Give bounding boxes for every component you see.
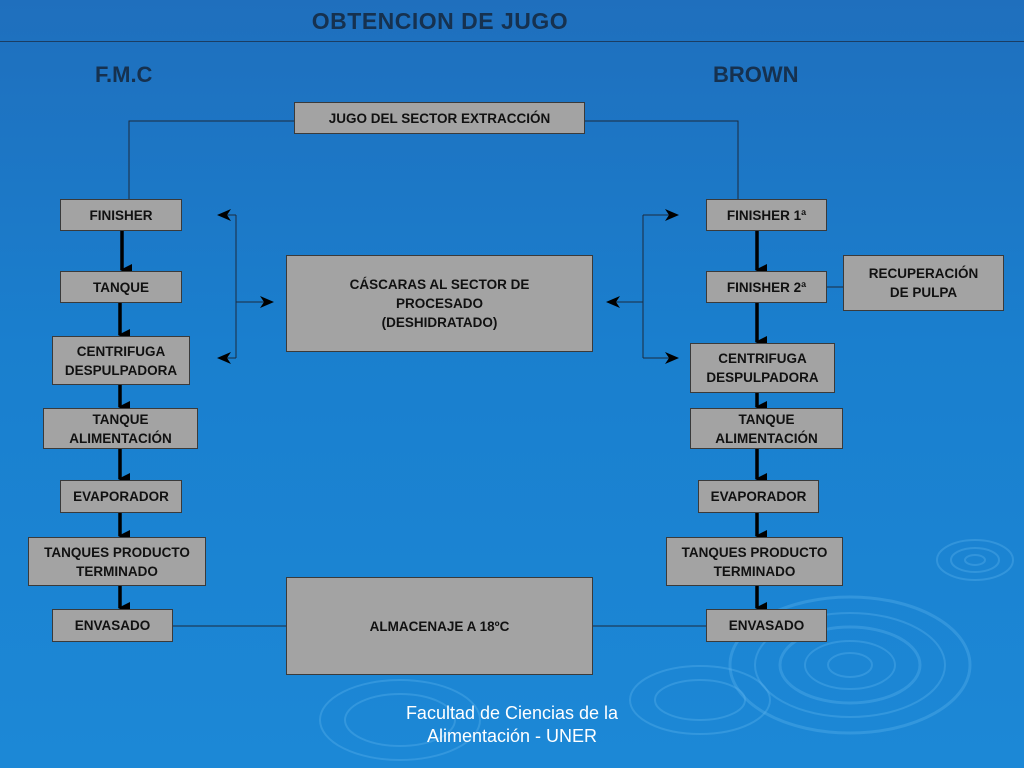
box-almacenaje: ALMACENAJE A 18ºC [286, 577, 593, 675]
box-fmc-tanque: TANQUE [60, 271, 182, 303]
footer-institution: Facultad de Ciencias de la Alimentación … [405, 703, 619, 746]
box-recuperacion-pulpa: RECUPERACIÓN DE PULPA [843, 255, 1004, 311]
box-fmc-centrifuga: CENTRIFUGA DESPULPADORA [52, 336, 190, 385]
box-fmc-evaporador: EVAPORADOR [60, 480, 182, 513]
box-brown-finisher-2: FINISHER 2ª [706, 271, 827, 303]
connector-top-left [128, 120, 294, 199]
box-brown-finisher-1: FINISHER 1ª [706, 199, 827, 231]
box-fmc-envasado: ENVASADO [52, 609, 173, 642]
box-fmc-tanques-producto: TANQUES PRODUCTO TERMINADO [28, 537, 206, 586]
box-fmc-tanque-alimentacion: TANQUE ALIMENTACIÓN [43, 408, 198, 449]
slide-title: OBTENCION DE JUGO [311, 8, 569, 34]
box-brown-evaporador: EVAPORADOR [698, 480, 819, 513]
box-cascaras: CÁSCARAS AL SECTOR DE PROCESADO (DESHIDR… [286, 255, 593, 352]
fmc-column-label: F.M.C [95, 62, 153, 87]
box-fmc-finisher: FINISHER [60, 199, 182, 231]
connector-top-right [585, 120, 739, 199]
brown-column-label: BROWN [713, 62, 799, 87]
box-jugo-extraccion: JUGO DEL SECTOR EXTRACCIÓN [294, 102, 585, 134]
box-brown-envasado: ENVASADO [706, 609, 827, 642]
box-brown-tanques-producto: TANQUES PRODUCTO TERMINADO [666, 537, 843, 586]
box-brown-tanque-alimentacion: TANQUE ALIMENTACIÓN [690, 408, 843, 449]
title-divider [0, 41, 1024, 42]
box-brown-centrifuga: CENTRIFUGA DESPULPADORA [690, 343, 835, 393]
